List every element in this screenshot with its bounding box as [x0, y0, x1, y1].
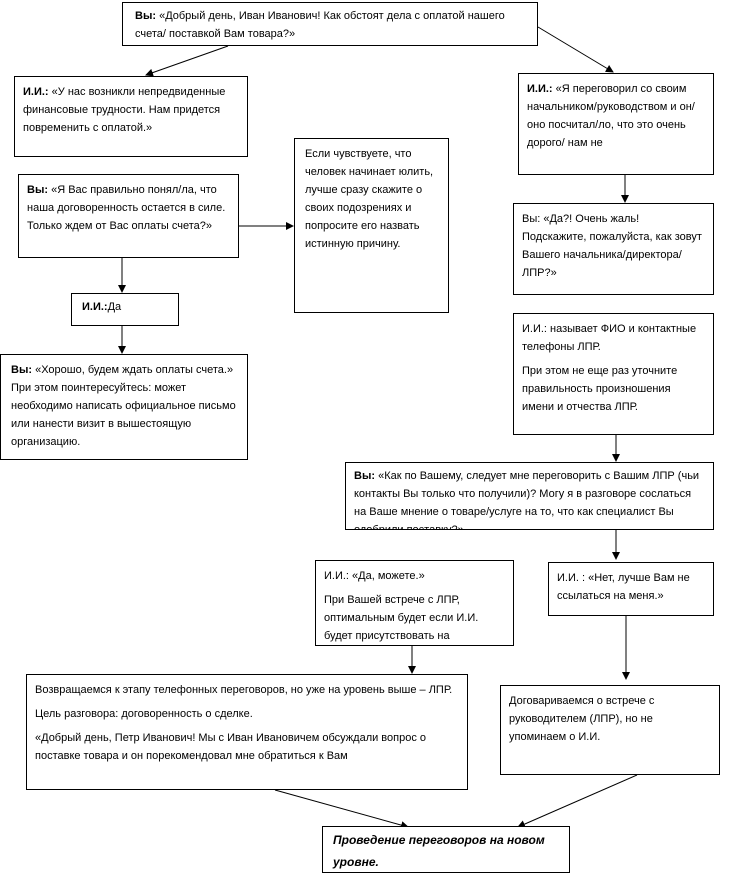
- speaker: Вы:: [27, 184, 49, 196]
- node-confirm-agreement: Вы: «Я Вас правильно понял/ла, что наша …: [18, 174, 239, 258]
- node-final: Проведение переговоров на новом уровне.: [322, 826, 570, 873]
- node-text: При этом не еще раз уточните правильност…: [522, 365, 678, 413]
- node-too-expensive: И.И.: «Я переговорил со своим начальнико…: [518, 73, 714, 175]
- node-text: «У нас возникли непредвиденные финансовы…: [23, 86, 226, 134]
- speaker: Вы:: [354, 470, 376, 482]
- node-text: При Вашей встрече с ЛПР, оптимальным буд…: [324, 594, 479, 642]
- node-wait-payment: Вы: «Хорошо, будем ждать оплаты счета.» …: [0, 354, 248, 460]
- node-greeting: Вы: «Добрый день, Иван Иванович! Как обс…: [122, 2, 538, 46]
- node-text: «Хорошо, будем ждать оплаты счета.» При …: [11, 364, 236, 448]
- node-yes-you-can: И.И.: «Да, можете.» При Вашей встрече с Л…: [315, 560, 514, 646]
- speaker: Вы:: [11, 364, 33, 376]
- node-text: Проведение переговоров на новом уровне.: [333, 833, 545, 869]
- node-ask-manager: Вы: «Да?! Очень жаль! Подскажите, пожалу…: [513, 203, 714, 295]
- node-text: Цель разговора: договоренность о сделке.: [35, 708, 253, 720]
- node-text: «Как по Вашему, следует мне переговорить…: [354, 470, 700, 530]
- speaker: И.И.:: [527, 83, 553, 95]
- node-no-reference: И.И. : «Нет, лучше Вам не ссылаться на м…: [548, 562, 714, 616]
- node-advice: Если чувствуете, что человек начинает юл…: [294, 138, 449, 313]
- node-text: И.И.: «Да, можете.»: [324, 570, 425, 582]
- node-yes: И.И.:Да: [71, 293, 179, 326]
- node-text: И.И. : «Нет, лучше Вам не ссылаться на м…: [557, 572, 690, 602]
- node-text: Вы: «Да?! Очень жаль! Подскажите, пожалу…: [522, 213, 702, 279]
- arrow: [274, 789, 409, 829]
- node-text: «Я Вас правильно понял/ла, что наша дого…: [27, 184, 226, 232]
- node-reference-question: Вы: «Как по Вашему, следует мне перегово…: [345, 462, 714, 530]
- arrow: [537, 26, 614, 73]
- node-text: Договариваемся о встрече с руководителем…: [509, 695, 655, 743]
- arrow: [517, 774, 638, 828]
- speaker: Вы:: [135, 10, 157, 22]
- arrow: [145, 45, 229, 77]
- node-text: Возвращаемся к этапу телефонных перегово…: [35, 684, 453, 696]
- node-financial-difficulties: И.И.: «У нас возникли непредвиденные фин…: [14, 76, 248, 157]
- node-text: «Добрый день, Петр Иванович! Мы с Иван И…: [35, 732, 427, 762]
- node-text: Да: [107, 301, 122, 313]
- node-text: И.И.: называет ФИО и контактные телефоны…: [522, 323, 697, 353]
- speaker: И.И.:: [23, 86, 49, 98]
- node-text: Если чувствуете, что человек начинает юл…: [305, 148, 434, 250]
- node-text: «Добрый день, Иван Иванович! Как обстоят…: [135, 10, 505, 40]
- node-arrange-meeting: Договариваемся о встрече с руководителем…: [500, 685, 720, 775]
- node-return-to-calls: Возвращаемся к этапу телефонных перегово…: [26, 674, 468, 790]
- node-contacts: И.И.: называет ФИО и контактные телефоны…: [513, 313, 714, 435]
- node-text: «Я переговорил со своим начальником/руко…: [527, 83, 695, 149]
- speaker: И.И.:: [82, 301, 108, 313]
